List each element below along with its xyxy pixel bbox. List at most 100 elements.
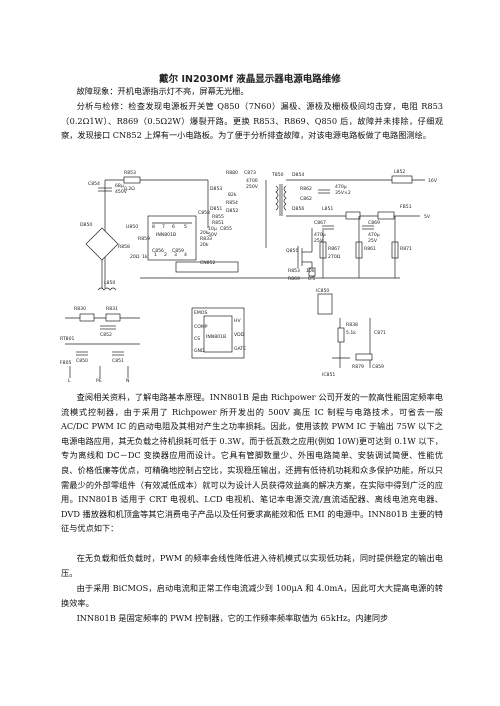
label-c869: C869: [368, 220, 380, 226]
label-r853bv: 10k: [306, 268, 315, 274]
document-title: 戴尔 IN2030Mf 液晶显示器电源电路维修: [159, 74, 341, 85]
label-r880: R880: [226, 170, 238, 176]
label-r838a: R838: [346, 322, 358, 328]
label-fb51: FB51: [400, 204, 412, 210]
label-ic851: IC851: [322, 372, 335, 378]
label-d853: D853: [210, 186, 222, 192]
label-r833v: 20k: [200, 242, 209, 248]
label-r862: R862: [300, 186, 312, 192]
label-pe-terminal: PE: [96, 378, 102, 382]
body-paragraph-4: INN801B 是固定频率的 PWM 控制器，它的工作频率频率取值为 65kHz…: [76, 613, 389, 623]
label-r853: R853: [124, 170, 136, 176]
label-chip: INN801B: [156, 232, 176, 238]
label-r859v: 1k: [142, 254, 148, 260]
label-c859: C859: [172, 248, 184, 254]
label-sub-emos: EMOS: [194, 310, 207, 316]
label-l-terminal: L: [68, 378, 71, 382]
label-d854: D854: [292, 172, 304, 178]
label-c869r: 25V: [368, 238, 378, 244]
intro-analysis: 分析与检修：检查发现电源板开关管 Q850（7N60）漏极、源极及栅极极间均击穿…: [61, 101, 443, 141]
label-c858: C858: [198, 210, 210, 216]
label-r859: R859: [138, 236, 150, 242]
label-pin3: 3: [174, 252, 177, 258]
label-r851: R851: [212, 220, 224, 226]
label-d856: D856: [292, 206, 304, 212]
body-paragraph-3: 由于采用 BiCMOS，启动电流和正常工作电流减少到 100μA 和 4.0mA…: [61, 583, 443, 608]
label-r829: 82k: [228, 192, 237, 198]
label-l851: L851: [322, 206, 333, 212]
label-sub-cs: CS: [194, 336, 200, 342]
label-r858v: 20Ω: [130, 254, 140, 260]
label-c862: C862: [300, 196, 312, 202]
label-r861: R861: [364, 246, 376, 252]
label-c868: 470μ: [335, 184, 347, 190]
label-r879: R879: [352, 364, 364, 370]
label-c854v: 68μ: [115, 183, 124, 189]
label-c867: C867: [314, 220, 326, 226]
label-r858: R858: [118, 244, 130, 250]
label-c873r: 250V: [246, 184, 259, 190]
label-pin7: 7: [162, 224, 165, 230]
label-c854r: 450V: [115, 189, 128, 195]
label-l850: L850: [104, 280, 115, 286]
label-r853b: R853: [288, 268, 300, 274]
intro-symptom: 故障现象：开机电源指示灯不亮，屏幕无光栅。: [76, 86, 249, 96]
label-pin6: 6: [172, 224, 175, 230]
label-sub-comp: COMP: [194, 324, 208, 330]
label-r854: R854: [226, 200, 238, 206]
label-d851: D851: [210, 206, 222, 212]
label-r831: R831: [106, 306, 118, 312]
label-sub-ttl: INN801B: [206, 334, 226, 340]
label-r869v: 0.5: [308, 276, 315, 282]
label-c871: C871: [374, 330, 386, 336]
label-rt801: RT801: [60, 336, 75, 342]
label-sub-gnd: GND: [194, 348, 205, 354]
label-5v: 5V: [424, 214, 431, 220]
label-c855v: 10μ: [208, 226, 217, 232]
label-pin1: 1: [154, 252, 157, 258]
label-sub-vdd: VDD: [234, 332, 245, 338]
label-r871: R871: [400, 246, 412, 252]
label-d852: D852: [226, 208, 238, 214]
label-n-terminal: N: [126, 378, 129, 382]
label-pin5: 5: [184, 224, 187, 230]
label-r838: 20k: [200, 230, 209, 236]
label-r853v: 0.2Ω: [124, 186, 135, 192]
label-c873: C873: [244, 170, 256, 176]
label-pin4: 4: [184, 252, 187, 258]
label-f805: F805: [60, 360, 71, 366]
body-paragraph-2: 在无负载和低负载时，PWM 的频率会线性降低进入待机模式以实现低功耗，同时提供稳…: [61, 553, 443, 578]
label-sub-hv: HV: [234, 318, 241, 324]
label-sub-gate: GATE: [234, 346, 246, 352]
label-c851: C851: [112, 358, 124, 364]
label-c852: C852: [100, 332, 112, 338]
label-r867v: 270Ω: [328, 254, 341, 260]
label-c855: C855: [220, 226, 232, 232]
label-pin8: 8: [152, 224, 155, 230]
label-r867: R867: [328, 246, 340, 252]
label-u850: U850: [126, 224, 138, 230]
label-c854: C854: [88, 181, 100, 187]
label-c868r: 35V×2: [335, 190, 351, 196]
label-c867r: 25V: [314, 238, 324, 244]
label-r833: R833: [200, 236, 212, 242]
label-r869: R869: [288, 276, 300, 282]
label-r855: R855: [212, 214, 224, 220]
circuit-schematic: C854 68μ 450V R853 0.2Ω R880 C873 4700 2…: [60, 169, 438, 382]
label-c855r: 50V: [208, 232, 218, 238]
label-c873v: 4700: [246, 178, 258, 184]
label-d850: D850: [80, 222, 92, 228]
label-cn852: CN852: [200, 260, 215, 266]
body-paragraph-1: 查阅相关资料，了解电路基本原理。INN801B 是由 Richpower 公司开…: [61, 392, 443, 534]
label-c859b: C859: [372, 364, 384, 370]
label-r830: R830: [74, 306, 86, 312]
label-c850: C850: [76, 358, 88, 364]
label-t850: T850: [271, 172, 284, 178]
label-16v: 16V: [428, 178, 438, 184]
label-r838av: 5.1k: [346, 330, 356, 336]
label-l852: L852: [394, 169, 405, 175]
label-c856: C856: [152, 248, 164, 254]
label-ic850: IC850: [316, 288, 329, 294]
label-c869v: 470μ: [368, 232, 380, 238]
